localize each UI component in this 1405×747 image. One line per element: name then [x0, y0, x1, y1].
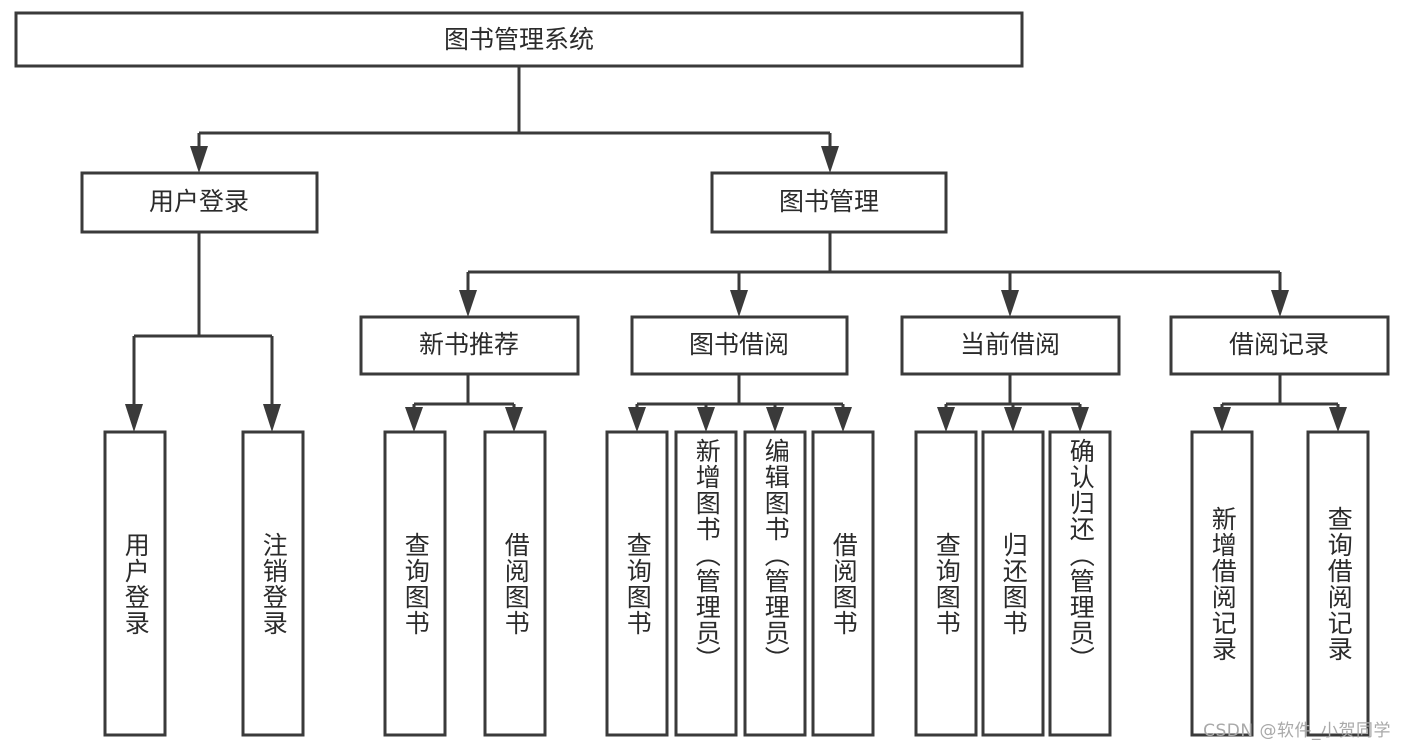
node-leaf6[interactable]	[674, 430, 738, 737]
node-bookmgmt-label: 图书管理	[779, 187, 879, 216]
node-leaf3[interactable]	[383, 430, 447, 737]
arrowhead-leaf11	[1071, 407, 1089, 432]
arrowhead-bookmgmt	[821, 146, 839, 173]
arrowhead-leaf7	[766, 407, 784, 432]
node-root[interactable]	[14, 11, 1024, 68]
arrowhead-leaf5	[628, 407, 646, 432]
arrowhead-newbooks	[459, 290, 477, 317]
node-borrow-label: 图书借阅	[689, 330, 789, 359]
arrowhead-login	[190, 146, 208, 173]
node-login[interactable]	[80, 171, 319, 234]
node-bookmgmt[interactable]	[710, 171, 948, 234]
node-borrow[interactable]	[630, 315, 849, 376]
arrowhead-leaf4	[505, 407, 523, 432]
arrowhead-leaf8	[834, 407, 852, 432]
arrowhead-leaf10	[1004, 407, 1022, 432]
arrowhead-records	[1271, 290, 1289, 317]
arrowhead-leaf1	[125, 404, 143, 432]
node-leaf12[interactable]	[1190, 430, 1254, 737]
node-current-label: 当前借阅	[960, 330, 1060, 359]
node-newbooks[interactable]	[359, 315, 580, 376]
node-leaf10[interactable]	[981, 430, 1045, 737]
node-leaf11[interactable]	[1048, 430, 1112, 737]
watermark-text: CSDN @软件_小贺同学	[1203, 721, 1391, 741]
node-login-label: 用户登录	[149, 187, 249, 216]
node-records-label: 借阅记录	[1229, 330, 1329, 359]
arrowhead-leaf12	[1213, 407, 1231, 432]
node-leaf2[interactable]	[241, 430, 305, 737]
node-current[interactable]	[900, 315, 1121, 376]
node-root-label: 图书管理系统	[444, 25, 594, 54]
node-leaf9[interactable]	[914, 430, 978, 737]
arrowhead-leaf3	[405, 407, 423, 432]
node-leaf8[interactable]	[811, 430, 875, 737]
arrowhead-borrow	[730, 290, 748, 317]
arrowhead-leaf9	[937, 407, 955, 432]
node-leaf1[interactable]	[103, 430, 167, 737]
connector-layer	[125, 66, 1347, 432]
node-leaf13[interactable]	[1306, 430, 1370, 737]
node-leaf4[interactable]	[483, 430, 547, 737]
arrowhead-leaf6	[697, 407, 715, 432]
arrowhead-current	[1001, 290, 1019, 317]
node-layer: 图书管理系统 用户登录 图书管理 新书推荐 图书借阅 当前借阅 借阅记录	[14, 11, 1390, 737]
node-records[interactable]	[1169, 315, 1390, 376]
arrowhead-leaf13	[1329, 407, 1347, 432]
node-newbooks-label: 新书推荐	[419, 330, 519, 359]
node-leaf7[interactable]	[743, 430, 807, 737]
node-leaf5[interactable]	[605, 430, 669, 737]
arrowhead-leaf2	[263, 404, 281, 432]
